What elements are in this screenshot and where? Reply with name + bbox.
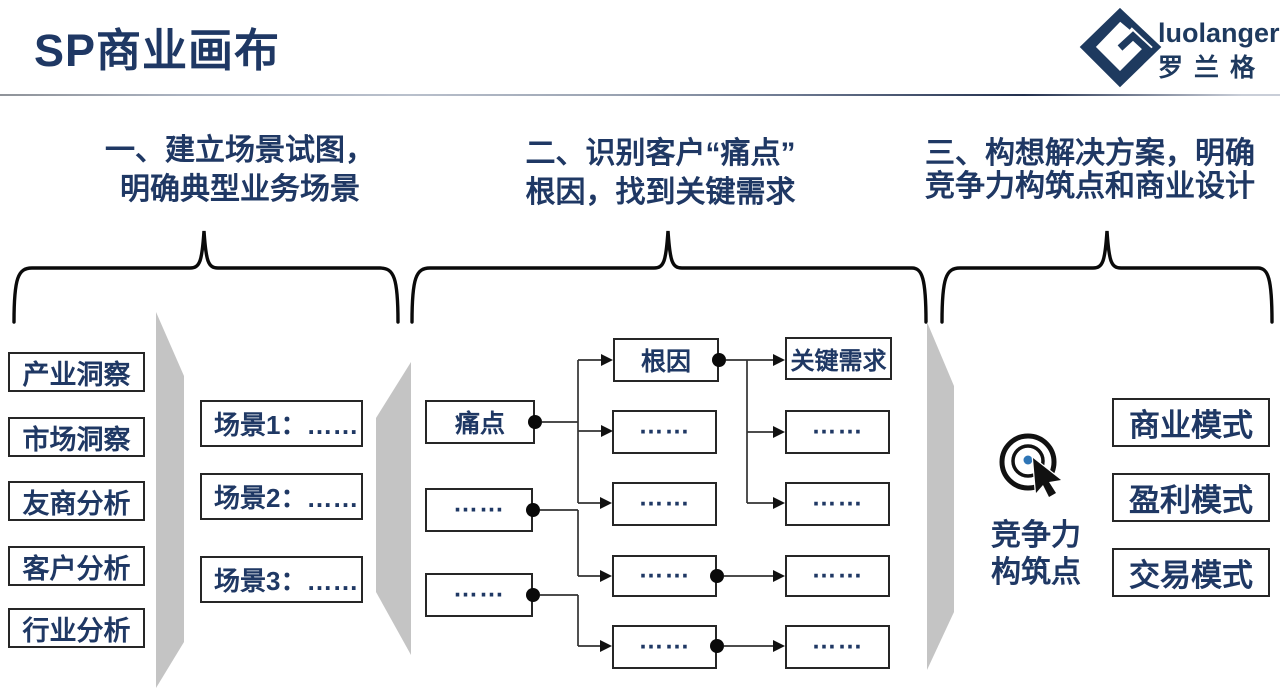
scenario-box-2: 场景2：……: [200, 473, 363, 520]
connector-causes-to-needs: [724, 359, 773, 647]
root-cause-ellipsis-1: ……: [612, 410, 717, 454]
step1-line1: 一、建立场景试图，: [105, 134, 375, 167]
model-box-profit: 盈利模式: [1112, 473, 1270, 522]
root-cause-ellipsis-2: ……: [612, 482, 717, 526]
brace-step2: [410, 230, 928, 324]
root-cause-ellipsis-3: ……: [612, 555, 717, 597]
analysis-box-sector: 行业分析: [8, 608, 145, 648]
key-need-box: 关键需求: [785, 337, 892, 380]
logo-diamond-icon: [1079, 7, 1162, 88]
model-box-transaction: 交易模式: [1112, 548, 1270, 597]
root-cause-box: 根因: [613, 338, 719, 382]
competitiveness-line1: 竞争力: [991, 519, 1081, 552]
step3-header: 三、构想解决方案，明确 竞争力构筑点和商业设计: [898, 137, 1280, 203]
key-need-ellipsis-2: ……: [785, 482, 890, 526]
step3-line1: 三、构想解决方案，明确: [925, 137, 1255, 170]
analysis-box-industry-insight: 产业洞察: [8, 352, 145, 392]
title-divider: [0, 94, 1280, 96]
analysis-box-market-insight: 市场洞察: [8, 417, 145, 457]
analysis-box-competitor: 友商分析: [8, 481, 145, 521]
scenario-box-1: 场景1：……: [200, 400, 363, 447]
step1-line2: 明确典型业务场景: [120, 173, 360, 206]
chevron-divider-3: [927, 322, 954, 670]
competitiveness-line2: 构筑点: [991, 556, 1081, 589]
step1-header: 一、建立场景试图， 明确典型业务场景: [55, 131, 425, 209]
step2-line1: 二、识别客户“痛点”: [525, 137, 796, 170]
analysis-box-customer: 客户分析: [8, 546, 145, 586]
competitiveness-label: 竞争力 构筑点: [970, 517, 1102, 591]
root-cause-ellipsis-4: ……: [612, 625, 717, 669]
model-box-business: 商业模式: [1112, 398, 1270, 447]
pain-box: 痛点: [425, 400, 535, 444]
page-title: SP商业画布: [34, 25, 281, 76]
pain-box-ellipsis-1: ……: [425, 488, 533, 532]
key-need-ellipsis-3: ……: [785, 555, 890, 597]
key-need-ellipsis-1: ……: [785, 410, 890, 454]
connector-pain-to-causes: [540, 359, 601, 647]
key-need-ellipsis-4: ……: [785, 625, 890, 669]
step3-line2: 竞争力构筑点和商业设计: [925, 170, 1255, 203]
logo-brand-cn: 罗兰格: [1158, 54, 1267, 82]
target-click-icon: [999, 433, 1064, 499]
scenario-box-3: 场景3：……: [200, 556, 363, 603]
chevron-divider-1: [156, 312, 184, 688]
cursor-arrow-icon: [1031, 455, 1064, 499]
brace-step3: [940, 230, 1274, 324]
logo-brand-en: luolanger: [1158, 18, 1280, 48]
brace-step1: [12, 230, 400, 324]
step2-line2: 根因，找到关键需求: [525, 176, 796, 209]
chevron-divider-2: [376, 362, 411, 655]
step2-header: 二、识别客户“痛点” 根因，找到关键需求: [478, 134, 843, 212]
pain-box-ellipsis-2: ……: [425, 573, 533, 617]
